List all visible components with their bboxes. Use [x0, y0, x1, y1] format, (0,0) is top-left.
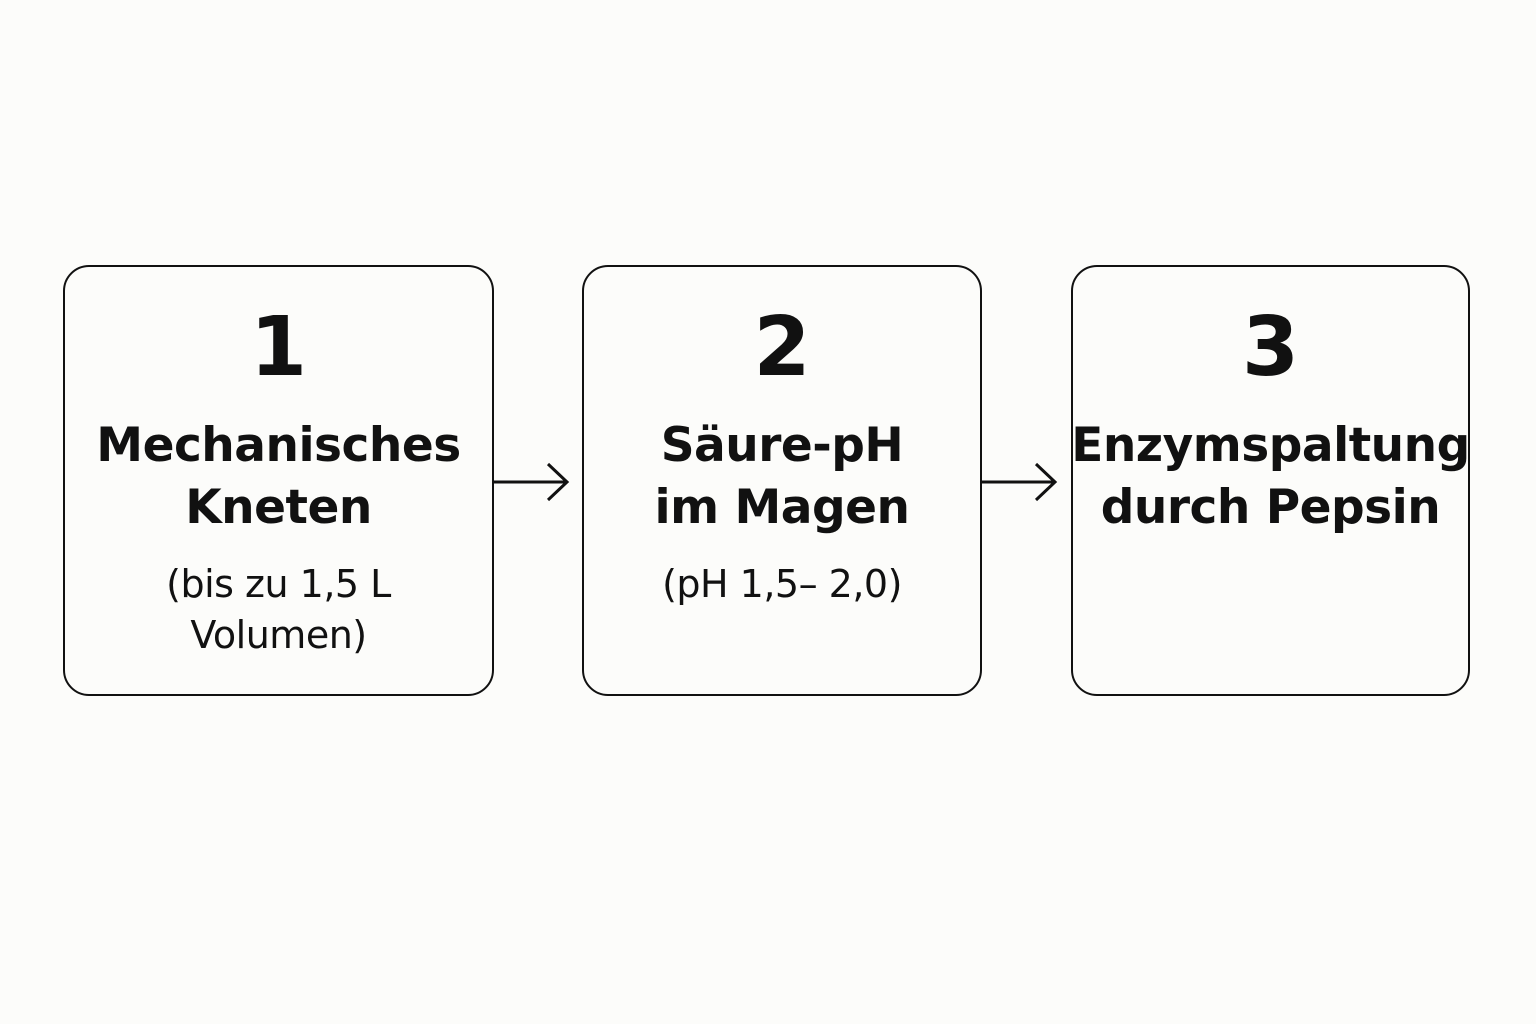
step-detail-line: Volumen)	[190, 613, 367, 657]
step-title-line: Enzymspaltung	[1071, 418, 1470, 473]
step-detail: (pH 1,5– 2,0)	[584, 559, 980, 610]
step-title: Mechanisches Kneten	[55, 415, 502, 539]
step-number: 1	[249, 300, 308, 395]
arrow-right-icon	[493, 462, 570, 502]
step-title-line: Säure-pH	[660, 418, 904, 473]
step-box-1: 1 Mechanisches Kneten (bis zu 1,5 L Volu…	[63, 265, 494, 696]
step-title-line: Mechanisches	[96, 418, 461, 473]
step-title-line: im Magen	[654, 480, 910, 535]
step-number: 3	[1241, 300, 1300, 395]
step-number: 2	[753, 300, 811, 395]
step-title-line: durch Pepsin	[1100, 480, 1441, 535]
step-box-3: 3 Enzymspaltung durch Pepsin	[1071, 265, 1470, 696]
arrow-right-icon	[981, 462, 1058, 502]
step-detail-line: (bis zu 1,5 L	[166, 562, 391, 606]
step-detail: (bis zu 1,5 L Volumen)	[65, 559, 492, 661]
step-title: Enzymspaltung durch Pepsin	[1063, 415, 1478, 539]
step-box-2: 2 Säure-pH im Magen (pH 1,5– 2,0)	[582, 265, 982, 696]
step-title: Säure-pH im Magen	[574, 415, 990, 539]
step-title-line: Kneten	[185, 480, 372, 535]
step-detail-line: (pH 1,5– 2,0)	[662, 562, 902, 606]
